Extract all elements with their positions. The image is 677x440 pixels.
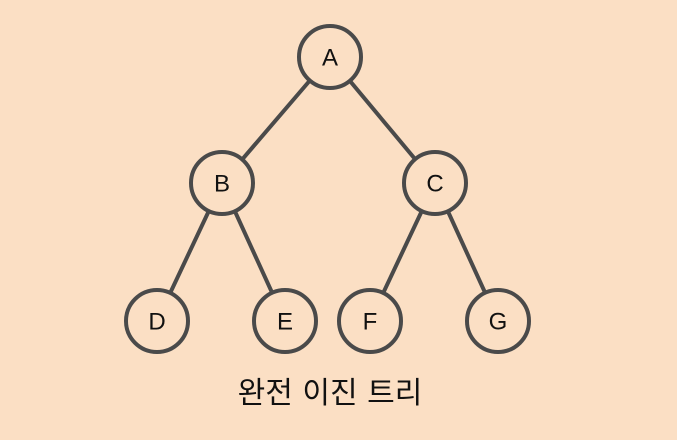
node-label: G: [489, 309, 508, 336]
node-circle: [189, 150, 255, 216]
node-label: A: [322, 45, 338, 72]
node-label: E: [277, 309, 293, 336]
node-e: E: [252, 288, 318, 354]
node-c: C: [402, 150, 468, 216]
node-g: G: [465, 288, 531, 354]
node-label: F: [363, 309, 378, 336]
node-label: C: [426, 171, 443, 198]
node-f: F: [337, 288, 403, 354]
node-circle: [337, 288, 403, 354]
node-b: B: [189, 150, 255, 216]
node-circle: [297, 24, 363, 90]
node-circle: [124, 288, 190, 354]
node-circle: [402, 150, 468, 216]
node-circle: [465, 288, 531, 354]
node-d: D: [124, 288, 190, 354]
node-label: D: [148, 309, 165, 336]
node-circle: [252, 288, 318, 354]
diagram-caption: 완전 이진 트리: [237, 376, 423, 411]
node-a: A: [297, 24, 363, 90]
node-label: B: [214, 171, 230, 198]
tree-nodes: A B C D E F G: [124, 24, 531, 354]
